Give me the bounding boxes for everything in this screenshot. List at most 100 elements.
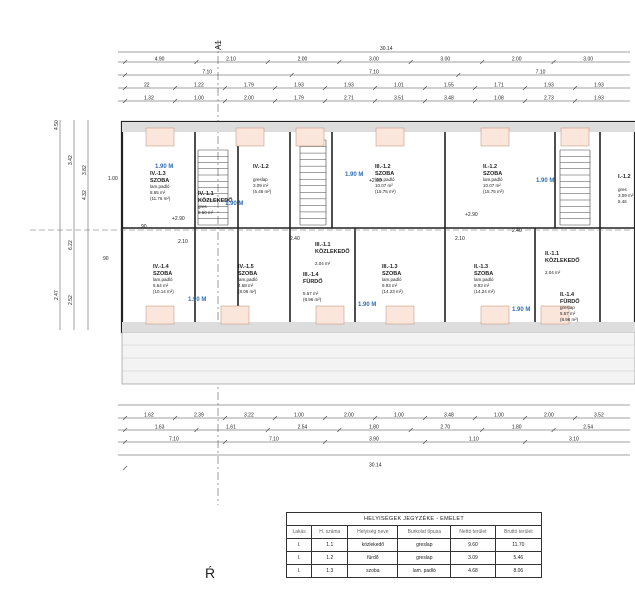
eave-hatch: [122, 344, 635, 372]
dimension-value: 1.93: [544, 83, 554, 89]
height-marks: 1.90 M1.90 M1.90 M1.90 M1.90 M1.90 M1.90…: [155, 164, 554, 313]
dimension-tick: [337, 59, 342, 65]
stair-flight-left: [197, 149, 229, 226]
level-label-a: +2.90: [172, 216, 185, 222]
room-gross-area: (14.23 m²): [382, 289, 403, 294]
dimension-value: 7.10: [269, 437, 279, 443]
dimension-tick: [422, 85, 428, 91]
room-type: SZOBA: [382, 271, 401, 277]
dimension-tick: [172, 98, 178, 104]
dimension-value: 3.48: [444, 96, 454, 102]
roof-window: [145, 127, 175, 147]
dimension-value: 2.73: [544, 96, 554, 102]
room-id: IV.-1.1: [198, 191, 214, 197]
table-title: HELYISÉGEK JEGYZÉKE - EMELET: [286, 512, 542, 526]
room-net-area: 10.07 m²: [375, 183, 393, 188]
room-type: SZOBA: [238, 271, 257, 277]
top-dimension-lines: [118, 51, 630, 102]
dimension-value: 2.00: [244, 96, 254, 102]
roof-window: [295, 127, 325, 147]
room-floor-finish: lam.padló: [375, 177, 395, 182]
table-cell: 9.60: [450, 538, 496, 552]
height-mark: 1.90 M: [512, 307, 530, 313]
table-cell: lam. padló: [397, 564, 452, 578]
stair-label-b: 2.40: [290, 236, 300, 242]
dimension-tick: [337, 427, 342, 433]
dimension-value: 2.39: [194, 413, 204, 419]
room-gross-area: (14.24 m²): [474, 289, 495, 294]
room-id: IV.-1.5: [238, 264, 254, 270]
dimension-value: 1.00: [394, 413, 404, 419]
dimension-tick: [272, 85, 278, 91]
room-id: III.-1.3: [382, 264, 398, 270]
dimension-value: 1.80: [512, 425, 522, 431]
dimension-tick: [222, 415, 228, 421]
dimension-value: 1.63: [155, 425, 165, 431]
dimension-value: 1.80: [369, 425, 379, 431]
room-gross-area: (8.96 m²): [560, 317, 579, 322]
dimension-value: 3.22: [244, 413, 254, 419]
dimension-tick: [456, 72, 461, 78]
dimension-tick: [265, 427, 271, 433]
dimension-value: 1.93: [344, 83, 354, 89]
left-dimensions: 4.503.423.822.472.524.326.22: [54, 120, 88, 305]
dimension-value: 2.70: [440, 425, 450, 431]
room-net-area: 4.68 m²: [238, 283, 254, 288]
dimension-value: 2.54: [298, 425, 308, 431]
dimension-value: 3.10: [569, 437, 579, 443]
dimension-value: 1.79: [294, 96, 304, 102]
room-floor-finish: greslap: [253, 177, 268, 182]
dimension-value: 3.00: [369, 57, 379, 63]
dimension-value: 1.62: [144, 413, 154, 419]
dimension-tick: [572, 85, 578, 91]
dimension-tick: [408, 59, 413, 65]
dimension-tick: [551, 427, 556, 433]
dimension-tick: [422, 439, 428, 445]
table-header-cell: Helyiség neve: [347, 525, 399, 539]
room-type: FÜRDŐ: [560, 298, 580, 305]
room-id: II.-1.2: [483, 164, 497, 170]
dimension-tick: [222, 439, 228, 445]
dimension-tick: [572, 415, 578, 421]
room-id: III.-1.4: [303, 272, 320, 278]
stair-label-d: 2.40: [512, 228, 522, 234]
stair-label-a: 2.10: [178, 239, 188, 245]
room-type: SZOBA: [483, 171, 502, 177]
room-net-area: 9.60 m²: [198, 210, 214, 215]
overall-dimension-top: 30.14: [380, 46, 393, 52]
room-floor-finish: gres: [618, 187, 628, 192]
left-dimension-value: 3.82: [82, 165, 88, 175]
dimension-value: 1.00: [494, 413, 504, 419]
dimension-value: 3.51: [394, 96, 404, 102]
interior-walls: [122, 122, 635, 332]
room-type: SZOBA: [150, 178, 169, 184]
dimension-tick: [522, 85, 528, 91]
dimension-tick: [572, 98, 578, 104]
dimension-tick: [265, 59, 271, 65]
table-header-cell: Lakás: [285, 525, 313, 539]
height-mark: 1.90 M: [155, 164, 173, 170]
dimension-value: 2.10: [226, 57, 236, 63]
dimension-tick: [172, 85, 178, 91]
roof-window: [540, 305, 570, 325]
table-cell: szoba: [347, 564, 399, 578]
dimension-value: 1.32: [144, 96, 154, 102]
room-floor-finish: lam.padló: [483, 177, 503, 182]
dimension-tick: [522, 439, 528, 445]
room-id: III.-1.1: [315, 242, 331, 248]
top-wall-hatch: [122, 122, 635, 132]
bottom-dimension-lines: [118, 404, 630, 456]
room-gross-area: (10.14 m²): [153, 289, 174, 294]
left-dimension-lines: [59, 120, 89, 330]
roof-window: [235, 127, 265, 147]
room-id: III.-1.2: [375, 164, 391, 170]
dimension-value: 1.79: [244, 83, 254, 89]
dimension-tick: [272, 415, 278, 421]
dimension-value: 7.10: [369, 70, 379, 76]
room-id: I.-1.2: [618, 174, 631, 180]
